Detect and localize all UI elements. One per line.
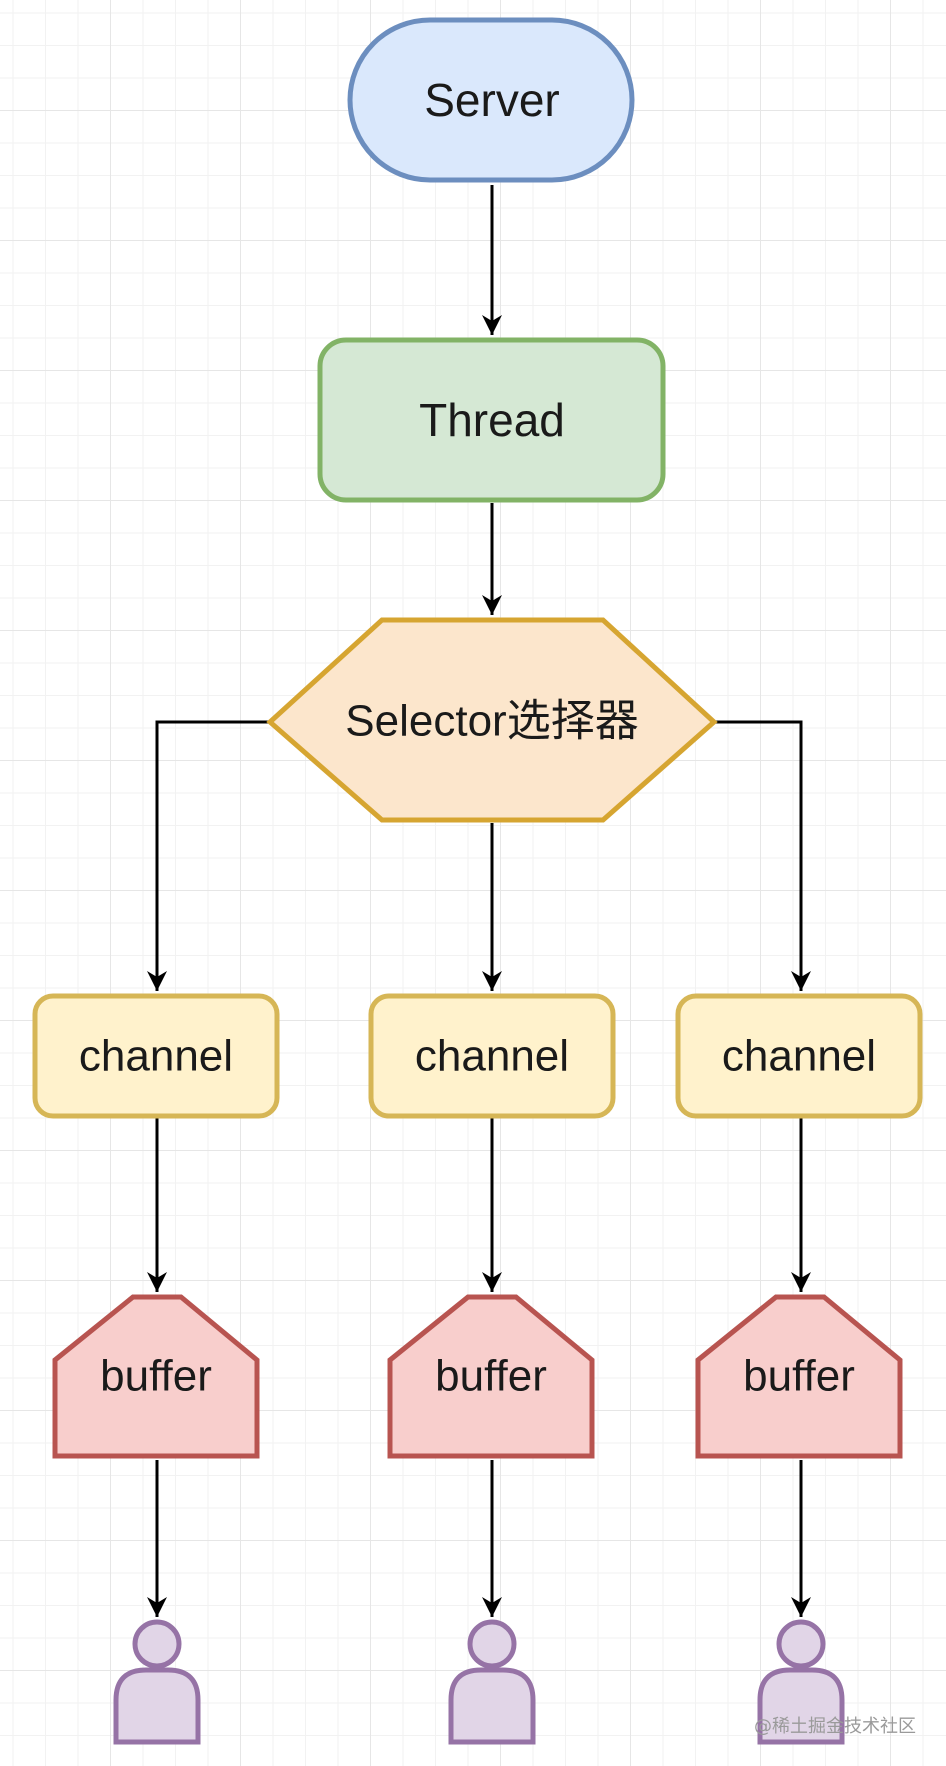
selector-node[interactable]: Selector选择器	[266, 617, 718, 823]
selector-label: Selector选择器	[345, 697, 638, 746]
channel-label: channel	[79, 1032, 233, 1081]
channel-label: channel	[722, 1032, 876, 1081]
channel-node-3[interactable]: channel	[675, 993, 923, 1119]
watermark-text: @稀土掘金技术社区	[754, 1716, 916, 1737]
edge-selector-channel-3	[714, 720, 811, 991]
edge-selector-channel-1	[147, 720, 270, 991]
thread-node[interactable]: Thread	[317, 337, 666, 503]
server-label: Server	[424, 74, 559, 126]
channel-node-1[interactable]: channel	[32, 993, 280, 1119]
buffer-label: buffer	[100, 1352, 212, 1401]
channel-label: channel	[415, 1032, 569, 1081]
buffer-node-2[interactable]: buffer	[387, 1294, 595, 1459]
thread-label: Thread	[419, 394, 565, 446]
person-icon	[448, 1619, 536, 1745]
buffer-label: buffer	[435, 1352, 547, 1401]
buffer-node-3[interactable]: buffer	[695, 1294, 903, 1459]
person-icon	[113, 1619, 201, 1745]
person-icon	[757, 1619, 845, 1745]
buffer-node-1[interactable]: buffer	[52, 1294, 260, 1459]
channel-node-2[interactable]: channel	[368, 993, 616, 1119]
buffer-label: buffer	[743, 1352, 855, 1401]
server-node[interactable]: Server	[347, 17, 635, 183]
edges	[147, 185, 811, 1617]
